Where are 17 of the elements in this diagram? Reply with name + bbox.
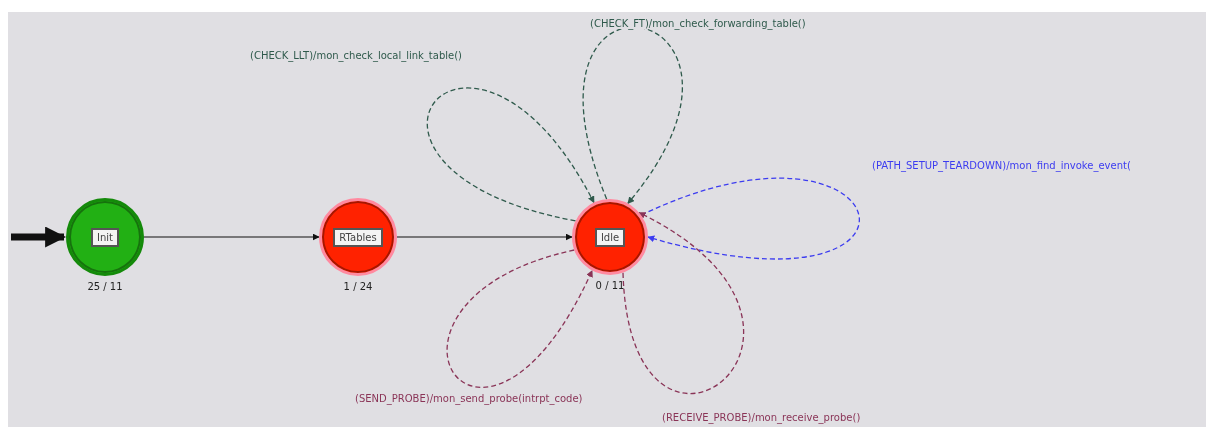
transition-arrow: [426, 87, 595, 222]
state-name: Init: [91, 227, 119, 247]
state-counts: 25 / 11: [87, 281, 123, 292]
edge-label: (SEND_PROBE)/mon_send_probe(intrpt_code): [355, 393, 583, 404]
transition-arrow: [582, 27, 683, 205]
edge-label: (CHECK_FT)/mon_check_forwarding_table(): [590, 18, 806, 29]
state-counts: 1 / 24: [343, 281, 373, 292]
edge-label: (RECEIVE_PROBE)/mon_receive_probe(): [662, 412, 861, 423]
state-counts: 0 / 11: [595, 280, 625, 291]
edge-label: (PATH_SETUP_TEARDOWN)/mon_find_invoke_event(: [872, 160, 1131, 171]
transition-arrow: [396, 233, 573, 241]
transition-arrow: [143, 233, 320, 241]
edge-label: (CHECK_LLT)/mon_check_local_link_table(): [250, 50, 462, 61]
transition-arrow: [622, 211, 745, 394]
state-name: Idle: [594, 227, 626, 247]
transition-arrow: [446, 249, 593, 388]
state-name: RTables: [333, 227, 383, 247]
